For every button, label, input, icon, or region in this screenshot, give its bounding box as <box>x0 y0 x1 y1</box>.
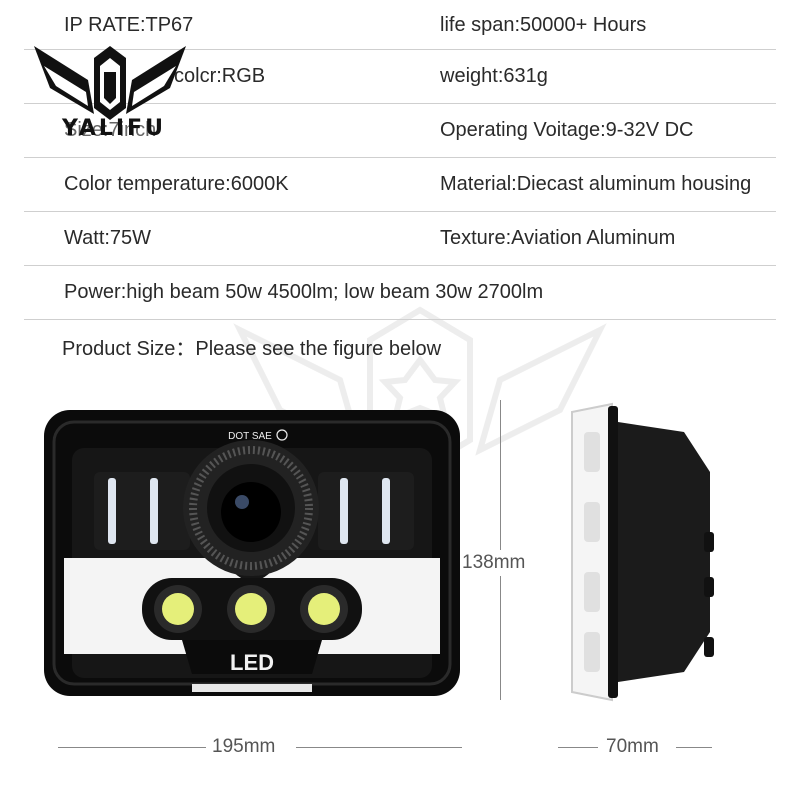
spec-material: Material:Diecast aluminum housing <box>440 173 752 195</box>
spec-table: IP RATE:TP67 life span:50000+ Hours colc… <box>24 0 776 320</box>
spec-texture: Texture:Aviation Aluminum <box>440 227 676 249</box>
spec-color: colcr:RGB <box>174 65 266 87</box>
spec-voltage: Operating Voitage:9-32V DC <box>440 119 694 141</box>
spec-ip-rate: IP RATE:TP67 <box>64 14 194 36</box>
height-dimension-label: 138mm <box>462 550 526 576</box>
product-size-label: Product Size：Please see the figure below <box>62 338 442 360</box>
headlight-side-image <box>571 402 714 702</box>
depth-dimension-line-right <box>676 747 712 748</box>
spec-color-temperature: Color temperature:6000K <box>64 173 289 195</box>
brand-logo-text: YALIFU <box>62 116 166 141</box>
led-text: LED <box>230 650 274 675</box>
spec-row: colcr:RGB weight:631g <box>24 50 776 104</box>
spec-watt: Watt:75W <box>64 227 152 249</box>
brand-logo-icon <box>34 46 186 120</box>
spec-life-span: life span:50000+ Hours <box>440 14 647 36</box>
spec-row: Watt:75W Texture:Aviation Aluminum <box>24 212 776 266</box>
spec-row: Size:7inch Operating Voitage:9-32V DC <box>24 104 776 158</box>
depth-dimension-line-left <box>558 747 598 748</box>
width-dimension-line-left <box>58 747 206 748</box>
spec-weight: weight:631g <box>440 65 548 87</box>
headlight-front-image: DOT SAE LED <box>44 410 460 696</box>
spec-row: Color temperature:6000K Material:Diecast… <box>24 158 776 212</box>
spec-size: Size:7inch <box>64 119 157 141</box>
width-dimension-line-right <box>296 747 462 748</box>
depth-dimension-label: 70mm <box>606 736 659 757</box>
spec-row: Power:high beam 50w 4500lm; low beam 30w… <box>24 266 776 320</box>
cert-text: DOT SAE <box>228 431 272 442</box>
width-dimension-label: 195mm <box>212 736 276 757</box>
spec-row: IP RATE:TP67 life span:50000+ Hours <box>24 0 776 50</box>
spec-power: Power:high beam 50w 4500lm; low beam 30w… <box>64 281 544 303</box>
